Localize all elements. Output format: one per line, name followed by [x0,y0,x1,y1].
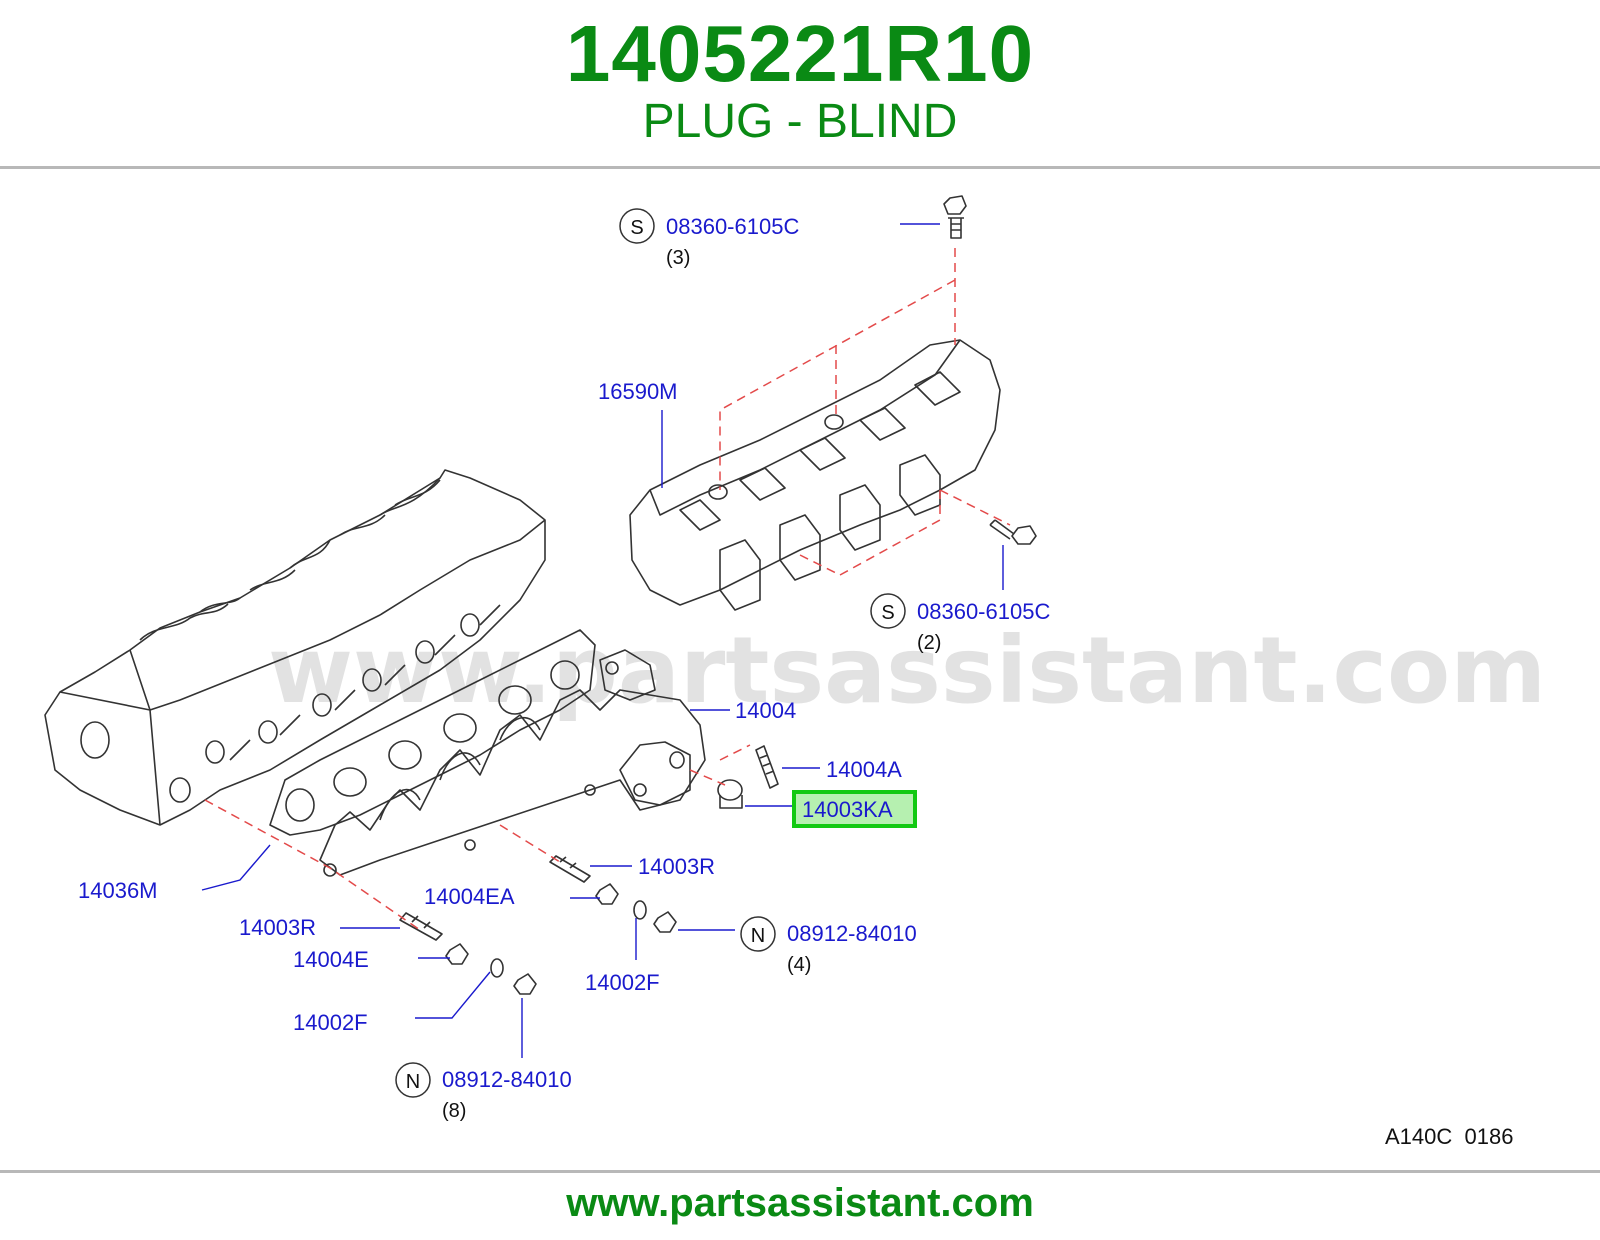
page-header: 1405221R10 PLUG - BLIND [0,0,1600,168]
callout-08912-84010-bottom[interactable]: N 08912-84010 (8) [395,1062,572,1122]
callout-14004ea[interactable]: 14004EA [424,884,515,909]
bolt-top-icon [943,195,967,239]
stud-14003r-lower-icon [399,912,443,941]
highlight-box [792,790,917,828]
symbol-text: N [406,1071,420,1093]
assembly-dashed-lines [204,248,1011,931]
watermark-text: www.partsassistant.com [268,617,1546,724]
standard-part-symbol-icon [870,593,906,629]
symbol-text: N [751,925,765,947]
part-link[interactable]: 08360-6105C [666,214,799,239]
callout-14002f-right[interactable]: 14002F [585,970,660,995]
callout-14036m[interactable]: 14036M [78,878,158,903]
header-divider [0,166,1600,169]
spacer-nut-icons [445,883,677,995]
footer-url[interactable]: www.partsassistant.com [566,1181,1034,1225]
callout-16590m[interactable]: 16590M [598,379,678,404]
part-link[interactable]: 08912-84010 [442,1067,572,1092]
callout-14004a[interactable]: 14004A [826,757,902,782]
part-name-subtitle: PLUG - BLIND [642,95,958,148]
symbol-text: S [881,602,894,624]
nut-part-symbol-icon [395,1062,431,1098]
blind-plug-icon [717,779,743,809]
callout-14002f-left[interactable]: 14002F [293,1010,368,1035]
callout-08912-84010-right[interactable]: N 08912-84010 (4) [740,916,917,976]
quantity-text: (8) [442,1100,466,1122]
callout-08360-6105c-right[interactable]: S 08360-6105C (2) [870,593,1050,654]
standard-part-symbol-icon [619,208,655,244]
bolt-right-icon [989,519,1037,545]
diagram-code: A140C 0186 [1385,1124,1513,1149]
quantity-text: (2) [917,632,941,654]
callout-14003ka-highlighted[interactable]: 14003KA [792,790,917,828]
cylinder-head-drawing [44,469,546,826]
manifold-gasket-drawing [269,629,596,836]
part-link[interactable]: 08912-84010 [787,921,917,946]
footer-divider [0,1170,1600,1173]
callout-14003r-lower[interactable]: 14003R [239,915,316,940]
nut-part-symbol-icon [740,916,776,952]
symbol-text: S [630,217,643,239]
exhaust-manifold-drawing [319,649,706,877]
heat-shield-drawing [629,339,1001,611]
leader-lines [201,223,1004,1058]
part-number-title: 1405221R10 [565,9,1035,98]
callout-14004e[interactable]: 14004E [293,947,369,972]
quantity-text: (4) [787,954,811,976]
part-link[interactable]: 14003KA [802,797,893,822]
part-link[interactable]: 08360-6105C [917,599,1050,624]
callout-14003r-upper[interactable]: 14003R [638,854,715,879]
stud-14004a-icon [755,745,779,789]
quantity-text: (3) [666,247,690,269]
callout-08360-6105c-top[interactable]: S 08360-6105C (3) [619,208,799,269]
callout-14004[interactable]: 14004 [735,698,796,723]
